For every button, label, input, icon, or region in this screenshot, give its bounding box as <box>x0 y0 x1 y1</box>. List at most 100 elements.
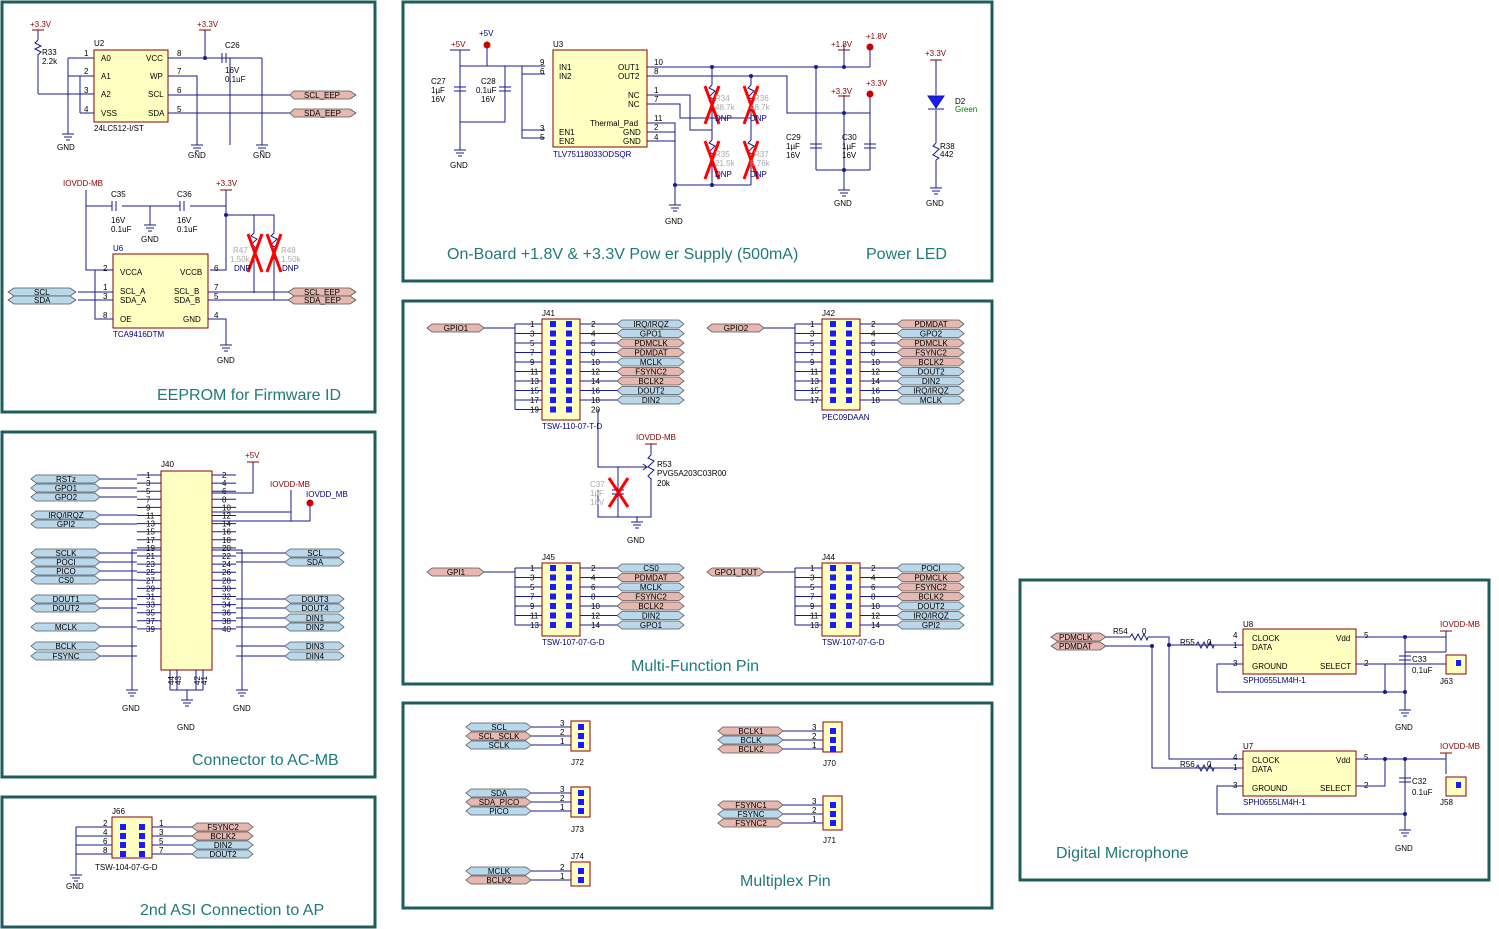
p33-c: +3.3V <box>925 49 947 58</box>
j40-tag-irq-irqz-shape <box>30 510 101 520</box>
j45-pad-e4 <box>566 603 572 609</box>
mic-section: PDMCLK PDMDAT R54 0 R55 0 R56 0 U8 SPH06… <box>1050 620 1480 853</box>
r37-ref: R37 <box>754 150 769 159</box>
j66-tag-din2: DIN2 <box>214 841 233 850</box>
j44-body <box>821 562 861 637</box>
j40-tag-gpo1: GPO1 <box>55 484 78 493</box>
j66-ref: J66 <box>112 807 125 816</box>
j73-tag-2-shape <box>465 806 532 816</box>
c27-ref: C27 <box>431 77 446 86</box>
eeprom-pwr1: +3.3V <box>30 20 52 29</box>
j40-section: J40 +5V IOVDD-MB IOVDD_MB GND GND GND <box>122 451 348 732</box>
j44-tag-3-shape <box>896 592 965 601</box>
j40-tag-dout2-shape <box>30 603 101 613</box>
u3-n6: 6 <box>540 67 545 76</box>
j74-pad-1 <box>578 877 584 883</box>
j42-pad-o4 <box>830 359 836 365</box>
j41-tag-4-shape <box>616 357 685 367</box>
asi-frame <box>0 795 377 929</box>
j42-pad-o8 <box>830 397 836 403</box>
gnd-8: GND <box>834 199 852 208</box>
j40-bottom-pin-41: 41 <box>200 676 209 685</box>
j40-tag-fsync-shape <box>30 651 101 661</box>
c36-v: 16V <box>177 216 192 225</box>
r35-dnp: DNP <box>715 170 732 179</box>
j40-tag-bclk: BCLK <box>56 642 78 651</box>
p33-a: +3.3V <box>831 87 853 96</box>
j73-pin-2: 1 <box>560 803 565 812</box>
u6-n3: 3 <box>103 292 108 301</box>
j45-tag-4: BCLK2 <box>638 602 664 611</box>
u2-pin-a2: A2 <box>101 90 111 99</box>
u2-num8: 8 <box>177 49 182 58</box>
j41-tag-6-shape <box>616 376 685 386</box>
asi-title: 2nd ASI Connection to AP <box>140 902 324 919</box>
j44-pad-e2 <box>846 584 852 590</box>
u3-en1: EN1 <box>559 128 575 137</box>
j42-tag-6: DIN2 <box>922 377 941 386</box>
r48-val: 1.50k <box>281 255 302 264</box>
r53-val: 20k <box>657 479 671 488</box>
j71-pin-2: 1 <box>812 815 817 824</box>
j70-pad-2 <box>830 746 836 752</box>
r34-ref: R34 <box>715 94 730 103</box>
u6-sclb: SCL_B <box>174 287 199 296</box>
u3-in1: IN1 <box>559 63 572 72</box>
j66-pad-l3 <box>120 851 126 857</box>
j42-in-tag: GPIO2 <box>724 324 749 333</box>
u3-gnd2: GND <box>623 137 641 146</box>
j40-iovdd: IOVDD-MB <box>270 480 310 489</box>
j40-tag-irq-irqz: IRQ/IRQZ <box>48 511 84 520</box>
j44-tag-5: IRQ/IRQZ <box>913 612 949 621</box>
j66-rpin-3: 3 <box>159 828 164 837</box>
j41-tag-8: DIN2 <box>642 396 661 405</box>
j41-pad-o6 <box>550 378 556 384</box>
j70-tag-0: BCLK1 <box>738 727 764 736</box>
j74-tag-0: MCLK <box>488 867 511 876</box>
u8-n4: 4 <box>1233 631 1238 640</box>
j66-pad-r0 <box>139 824 145 830</box>
j70-tag-2-shape <box>717 744 784 754</box>
mic-iovdd-b: IOVDD-MB <box>1440 742 1480 751</box>
r35-ref: R35 <box>715 150 730 159</box>
mic-title: Digital Microphone <box>1056 845 1189 862</box>
gnd-12: GND <box>233 704 251 713</box>
j42-pad-e0 <box>846 321 852 327</box>
j42-tag-7: IRQ/IRQZ <box>913 387 949 396</box>
j45-pad-o2 <box>550 584 556 590</box>
j72-tag-1-shape <box>465 731 532 741</box>
j40-tag-sclk-shape <box>30 548 101 558</box>
r34-dnp: DNP <box>715 114 732 123</box>
j45-pad-e0 <box>566 565 572 571</box>
connector-title: Connector to AC-MB <box>192 752 339 769</box>
j45-tag-0-shape <box>616 563 685 573</box>
u3-nc1: NC <box>628 91 640 100</box>
u8-body <box>1242 628 1357 675</box>
j41-pad-o1 <box>550 330 556 337</box>
j73-tag-0-shape <box>465 788 532 798</box>
j45-tag-1-shape <box>616 573 685 582</box>
pwr3-label: +3.3V <box>216 179 238 188</box>
j42-tag-5-shape <box>896 367 965 376</box>
j45-pad-o5 <box>550 612 556 619</box>
u7-part: SPH0655LM4H-1 <box>1243 798 1306 807</box>
tag-scl-eep-2: SCL_EEP <box>304 288 340 297</box>
j42-pad-e4 <box>846 359 852 365</box>
j70-tag-1-shape <box>717 735 784 745</box>
gnd-1: GND <box>57 143 75 152</box>
j42-pad-o6 <box>830 378 836 384</box>
j44-part: TSW-107-07-G-D <box>822 638 885 647</box>
u3-out1: OUT1 <box>618 63 640 72</box>
j42-tag-6-shape <box>896 376 965 386</box>
u8-select: SELECT <box>1320 662 1351 671</box>
j71-tag-1: FSYNC <box>737 810 764 819</box>
j44-ref: J44 <box>822 553 835 562</box>
j44-tag-4: DOUT2 <box>917 602 945 611</box>
j41-pad-e4 <box>566 359 572 365</box>
j42-pad-e3 <box>846 349 852 356</box>
j40-tag-dout2: DOUT2 <box>52 604 80 613</box>
j42-tag-2: PDMCLK <box>914 339 948 348</box>
gnd-2: GND <box>188 151 206 160</box>
j73-ref: J73 <box>571 825 584 834</box>
j73-pad-2 <box>578 808 584 814</box>
